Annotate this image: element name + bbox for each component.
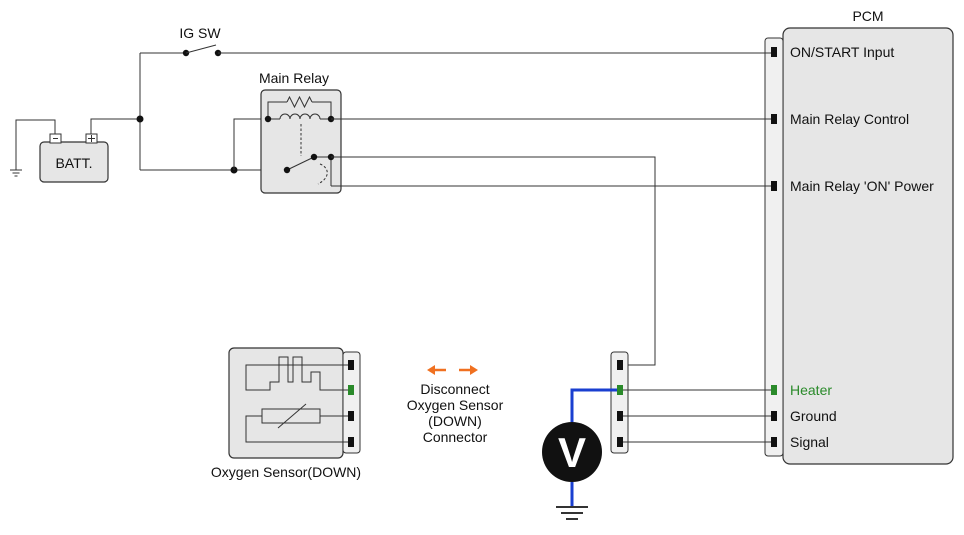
battery-positive-wire bbox=[90, 118, 140, 134]
harness-pin-2-heater bbox=[617, 385, 623, 395]
pcm-pin-heater bbox=[771, 385, 777, 395]
ground-symbol-battery bbox=[10, 169, 22, 177]
pin-label-ground: Ground bbox=[790, 408, 837, 424]
disconnect-line-4: Connector bbox=[423, 429, 488, 445]
pin-label-heater: Heater bbox=[790, 382, 832, 398]
battery-ground-wire bbox=[15, 119, 56, 170]
pcm-connector bbox=[764, 37, 784, 457]
pcm-box bbox=[782, 27, 954, 465]
main-relay-box bbox=[260, 89, 342, 194]
disconnect-line-3: (DOWN) bbox=[428, 413, 482, 429]
oxygen-sensor-internals bbox=[245, 356, 349, 443]
pin-label-relay-control: Main Relay Control bbox=[790, 111, 909, 127]
pcm-pin-ground bbox=[771, 411, 777, 421]
sensor-pin-3 bbox=[348, 411, 354, 421]
pcm-pin-signal bbox=[771, 437, 777, 447]
pcm-pin-on-start bbox=[771, 47, 777, 57]
main-relay-label: Main Relay bbox=[259, 70, 329, 86]
battery: BATT. bbox=[39, 133, 109, 183]
disconnect-arrow-icon bbox=[427, 365, 478, 375]
pcm-pin-relay-power bbox=[771, 181, 777, 191]
ig-switch bbox=[182, 44, 222, 57]
disconnect-line-1: Disconnect bbox=[420, 381, 489, 397]
pin-label-signal: Signal bbox=[790, 434, 829, 450]
junction-battery-bus bbox=[136, 115, 144, 123]
ig-sw-label: IG SW bbox=[179, 25, 221, 41]
harness-pin-3 bbox=[617, 411, 623, 421]
main-relay-internals bbox=[267, 95, 332, 186]
pin-label-on-start: ON/START Input bbox=[790, 44, 894, 60]
wire-relay-coil-feed bbox=[233, 118, 268, 170]
sensor-pin-2-heater bbox=[348, 385, 354, 395]
harness-connector bbox=[610, 351, 629, 454]
pin-label-relay-power: Main Relay 'ON' Power bbox=[790, 178, 934, 194]
pcm-title: PCM bbox=[852, 8, 883, 24]
relay-coil-terminal-left bbox=[264, 115, 272, 123]
disconnect-line-2: Oxygen Sensor bbox=[407, 397, 504, 413]
battery-label: BATT. bbox=[55, 155, 92, 171]
oxygen-sensor-label: Oxygen Sensor(DOWN) bbox=[211, 464, 361, 480]
harness-pin-1 bbox=[617, 360, 623, 370]
harness-pin-4 bbox=[617, 437, 623, 447]
voltmeter bbox=[542, 422, 602, 482]
meter-probe-positive bbox=[570, 388, 617, 422]
sensor-pin-4 bbox=[348, 437, 354, 447]
wire-relay-to-sensor-connector bbox=[331, 156, 656, 366]
ground-symbol-meter bbox=[556, 506, 588, 520]
relay-switch-common bbox=[283, 166, 291, 174]
voltmeter-label: V bbox=[558, 429, 586, 476]
oxygen-sensor-connector bbox=[342, 351, 361, 454]
sensor-pin-1 bbox=[348, 360, 354, 370]
pcm-pin-relay-control bbox=[771, 114, 777, 124]
relay-switch-contact bbox=[310, 153, 318, 161]
